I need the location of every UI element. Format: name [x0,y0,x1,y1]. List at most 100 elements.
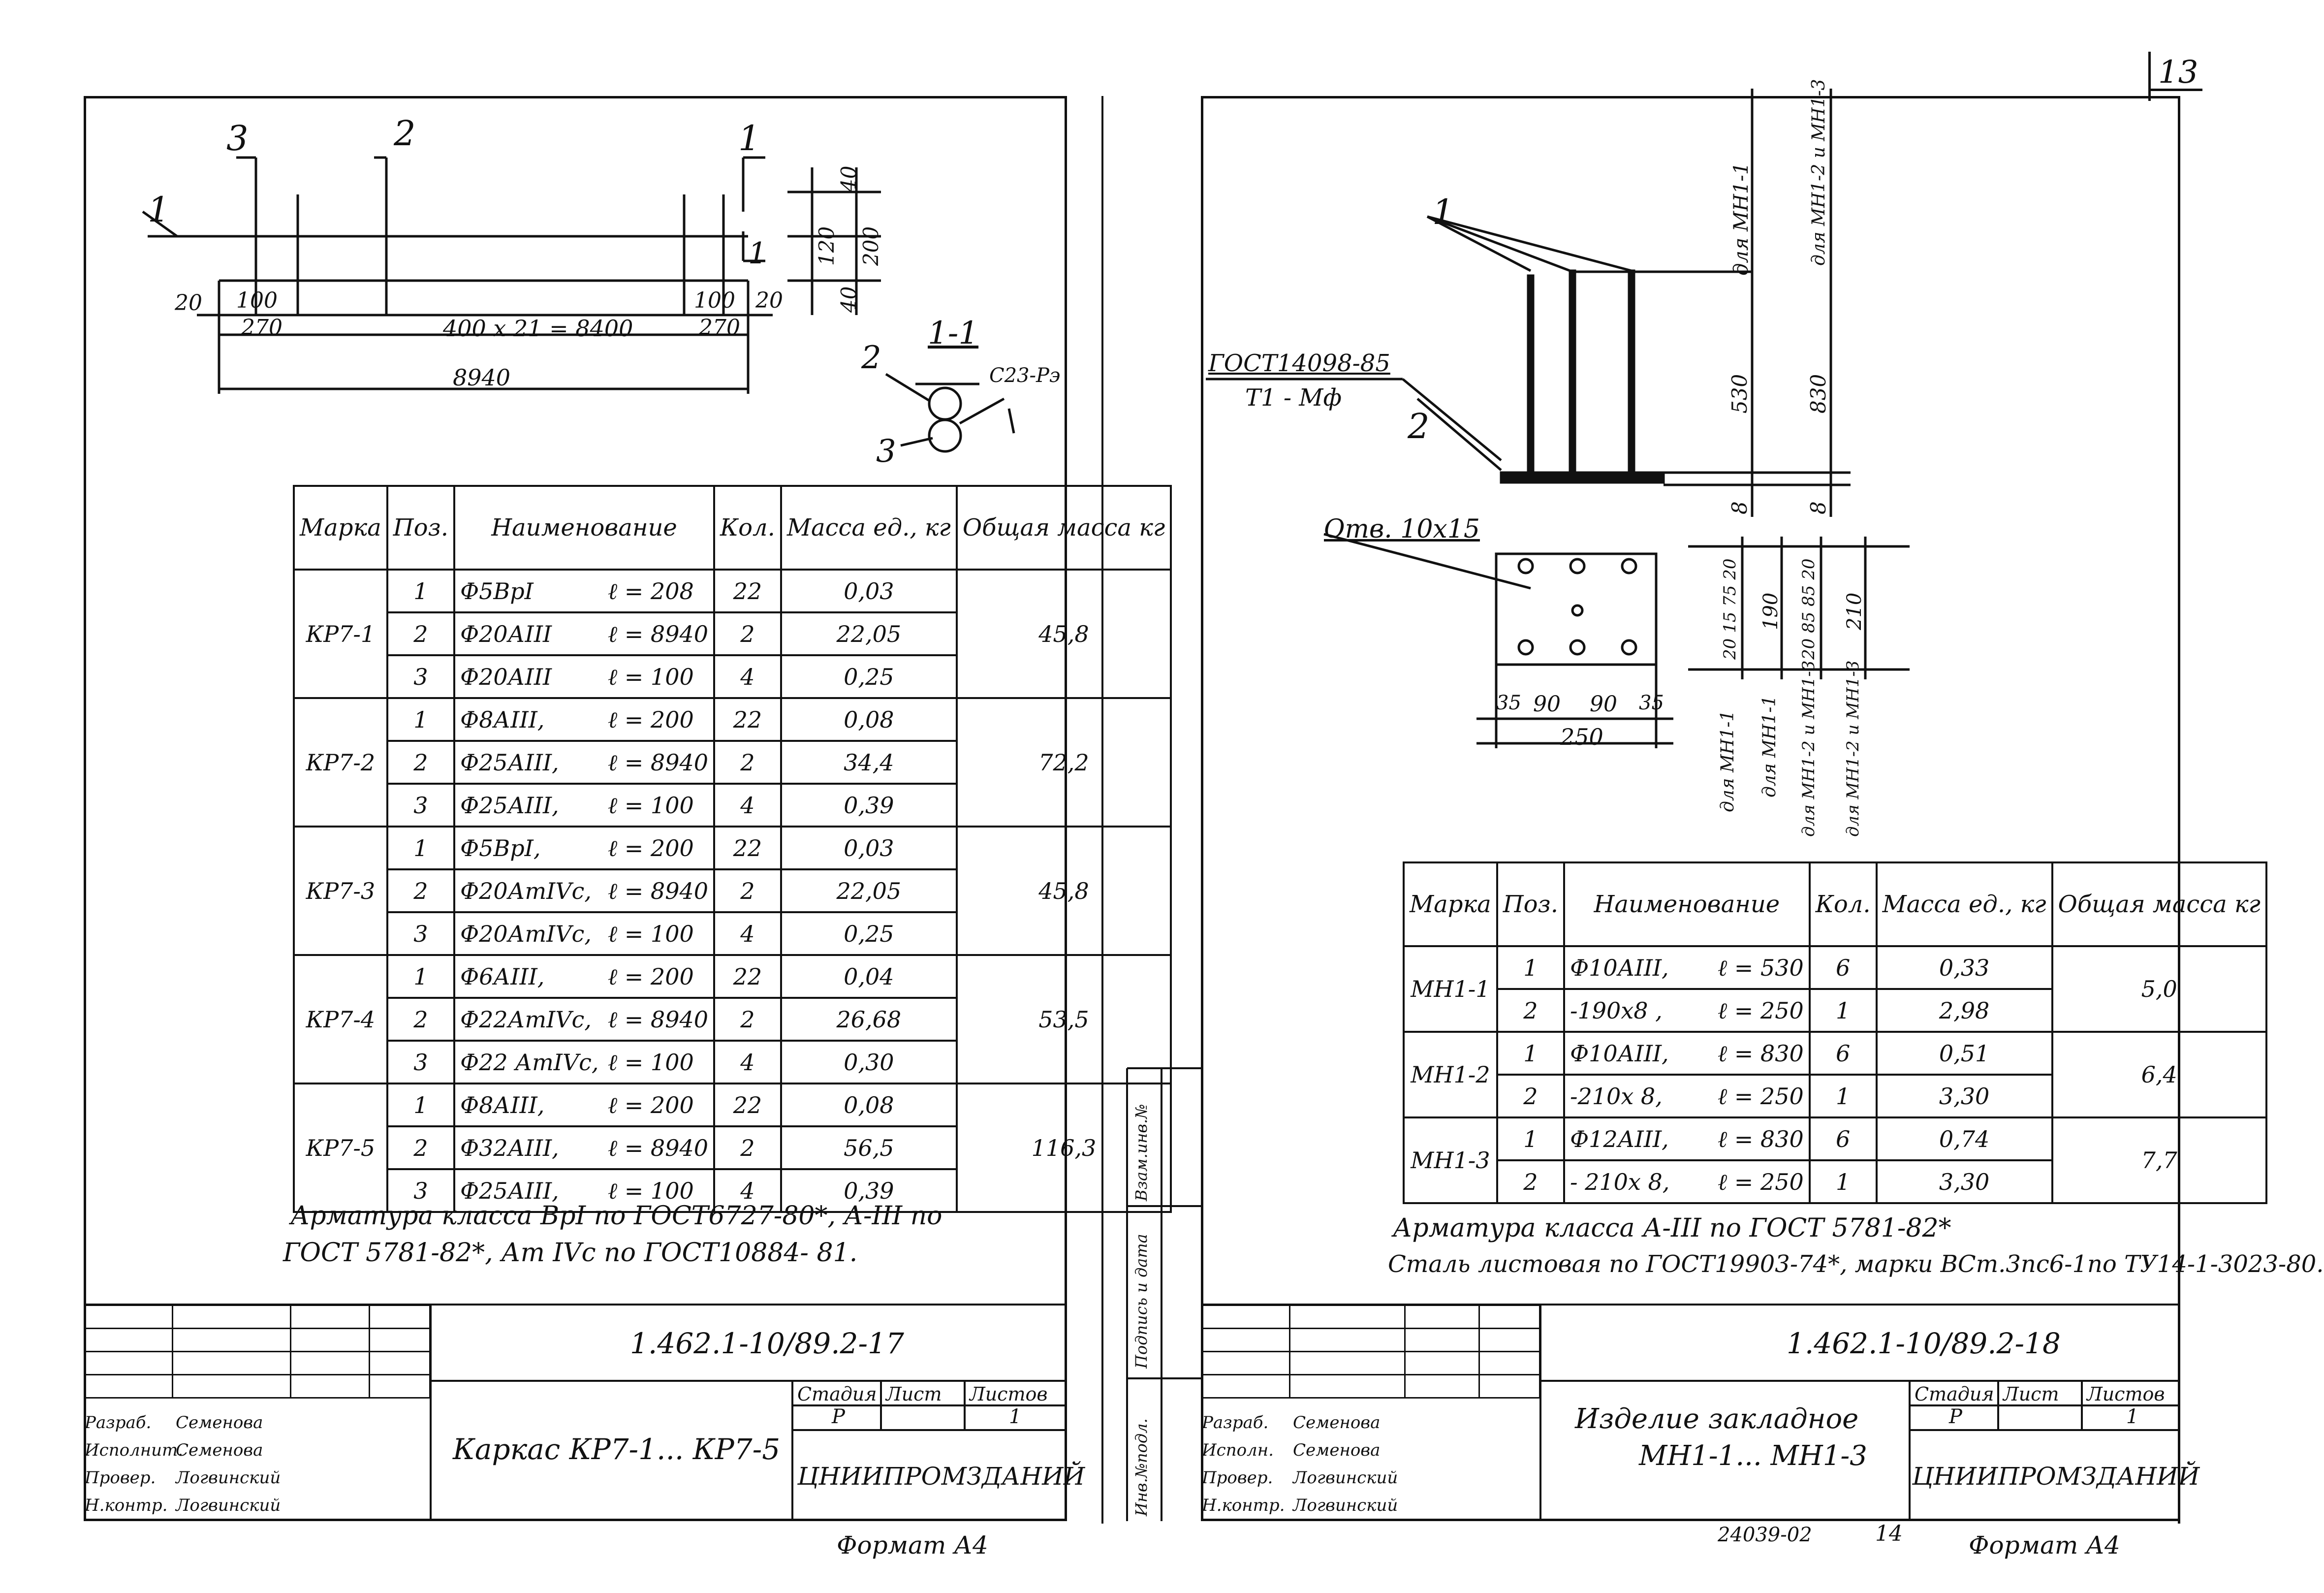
signer-role: Н.контр. [85,1496,168,1515]
total-mass-cell: 45,8 [955,826,1172,956]
bar-designation: Ф5ВрI [460,577,534,605]
left-format: Формат А4 [837,1531,988,1560]
pos-cell: 2 [386,997,455,1042]
right-format: Формат А4 [1969,1531,2120,1560]
signer-role: Исполн. [1202,1440,1274,1460]
name-cell: Ф6АIII,ℓ = 200 [453,954,716,999]
qty-cell: 1 [1808,1159,1878,1204]
mark-cell: МН1-1 [1403,945,1498,1033]
side-label-sign: Подпись и дата [1132,1234,1151,1369]
bar-length: ℓ = 830 [1717,1125,1804,1152]
unit-mass-cell: 56,5 [780,1125,958,1170]
bar-designation: -210x 8, [1570,1083,1663,1110]
unit-mass-cell: 34,4 [780,740,958,785]
signer-name: Семенова [176,1413,263,1433]
pos-cell: 2 [386,868,455,913]
left-spec-table: Марка Поз. Наименование Кол. Масса ед., … [293,485,1172,1213]
total-mass-cell: 7,7 [2051,1116,2267,1204]
signer-row: Н.контр.Логвинский [1202,1492,1541,1519]
dim-270-left: 270 [241,315,283,340]
bar-designation: Ф20АIII [460,620,552,647]
section-mark-3: 3 [226,118,249,159]
right-sheets-label: Листов [2087,1383,2165,1405]
name-cell: Ф12АIII,ℓ = 830 [1563,1116,1811,1161]
bar-designation: Ф20АтIVс, [460,877,592,904]
section-pos-2: 2 [861,340,881,376]
total-mass-cell: 72,2 [955,697,1172,828]
bar-designation: Ф20АтIVс, [460,920,592,947]
qty-cell: 2 [713,868,782,913]
right-label-pos-1: 1 [1432,192,1454,232]
qty-cell: 6 [1808,1031,1878,1076]
qty-cell: 4 [713,1168,782,1213]
signer-row: Провер.Логвинский [1202,1464,1541,1492]
left-note-line-2: ГОСТ 5781-82*, Ат IVс по ГОСТ10884- 81. [283,1238,858,1268]
bar-designation: Ф22 АтIVс, [460,1049,599,1076]
name-cell: Ф25АIII,ℓ = 100 [453,1168,716,1213]
pos-cell: 2 [1496,1074,1565,1118]
left-note-line-1: Арматура класса ВрI по ГОСТ6727-80*, А-I… [290,1201,942,1231]
col-total-mass: Общая масса кг [955,485,1172,571]
dim-100-left: 100 [236,288,278,313]
bar-designation: Ф22АтIVс, [460,1006,592,1033]
dim-100-right: 100 [694,288,735,313]
qty-cell: 2 [713,1125,782,1170]
left-sheets-label: Листов [970,1383,1048,1405]
unit-mass-cell: 0,33 [1875,945,2053,990]
name-cell: Ф22АтIVс,ℓ = 8940 [453,997,716,1042]
col-unit-mass: Масса ед., кг [1875,861,2053,947]
name-cell: Ф10АIII,ℓ = 830 [1563,1031,1811,1076]
for-mn2-label: для МН1-2 и МН1-3 [1809,79,1829,266]
plate-dim-v2: 20 85 85 20 [1799,558,1819,660]
mark-cell: МН1-3 [1403,1116,1498,1204]
qty-cell: 2 [713,740,782,785]
right-label-pos-2: 2 [1408,406,1430,446]
pos-cell: 3 [386,783,455,828]
pos-cell: 1 [1496,1116,1565,1161]
signer-role: Н.контр. [1202,1496,1285,1515]
plate-note-3: для МН1-2 и МН1-3 [1799,660,1819,837]
unit-mass-cell: 0,30 [780,1040,958,1084]
left-title: Каркас КР7-1... КР7-5 [453,1433,781,1466]
left-stage-value: Р [832,1405,845,1428]
total-mass-cell: 6,4 [2051,1031,2267,1118]
v-dim-8b: 8 [1806,501,1830,514]
qty-cell: 22 [713,1083,782,1127]
signer-name: Логвинский [176,1468,281,1488]
col-qty: Кол. [1808,861,1878,947]
qty-cell: 1 [1808,1074,1878,1118]
right-title-line-2: МН1-1... МН1-3 [1639,1440,1867,1472]
right-stage-value: Р [1949,1405,1962,1428]
pos-cell: 1 [386,697,455,742]
name-cell: -210x 8,ℓ = 250 [1563,1074,1811,1118]
bar-designation: Ф32АIII, [460,1134,559,1161]
gost-ref: ГОСТ14098-85 [1208,350,1390,377]
unit-mass-cell: 3,30 [1875,1159,2053,1204]
page-number-top-line [2148,89,2202,91]
qty-cell: 4 [713,654,782,699]
qty-cell: 4 [713,911,782,956]
unit-mass-cell: 22,05 [780,611,958,656]
dim-v120: 120 [815,226,839,266]
signer-role: Исполнит. [85,1440,184,1460]
pos-cell: 1 [386,954,455,999]
mark-cell: КР7-5 [293,1083,388,1213]
side-label-inv: Инв.№подл. [1132,1418,1151,1516]
total-mass-cell: 45,8 [955,569,1172,699]
gost-type: Т1 - Мф [1245,384,1342,412]
qty-cell: 22 [713,569,782,613]
bar-designation: Ф25АIII, [460,1177,559,1204]
bar-length: ℓ = 250 [1717,1168,1804,1195]
signer-role: Разраб. [1202,1413,1269,1433]
bar-length: ℓ = 8940 [607,749,708,776]
